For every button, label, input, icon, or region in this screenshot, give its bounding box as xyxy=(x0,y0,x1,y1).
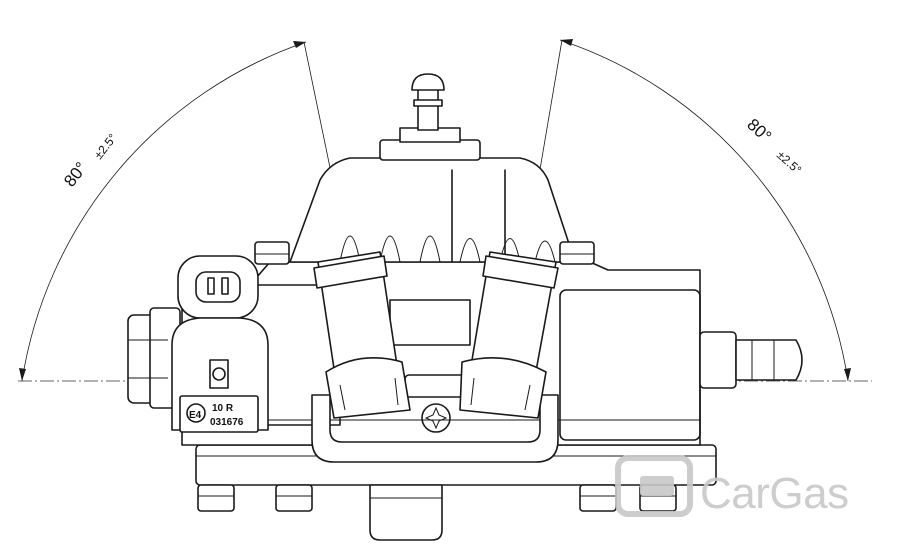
right-angle-arc xyxy=(559,39,849,382)
bottom-bolt xyxy=(275,484,313,512)
right-angle-value: 80° xyxy=(743,115,775,146)
approval-mark: E4 xyxy=(189,410,202,421)
right-hose-pipe xyxy=(459,251,559,419)
arrowhead xyxy=(293,41,306,48)
solenoid-nut xyxy=(212,367,226,381)
watermark-brand: CarGas xyxy=(700,469,849,518)
approval-label: E4 10 R 031676 xyxy=(179,395,259,433)
approval-regulation: 10 R xyxy=(212,403,234,414)
left-fitting xyxy=(127,307,181,409)
base-plate xyxy=(195,444,717,541)
cargas-watermark: CarGas xyxy=(615,455,849,518)
left-angle-tolerance: ±2.5° xyxy=(91,131,119,162)
right-angle-tolerance: ±2.5° xyxy=(774,148,804,177)
arrowhead xyxy=(560,39,573,46)
bottom-bolt xyxy=(579,484,617,512)
top-bolt xyxy=(559,241,595,265)
left-angle-arc xyxy=(21,41,307,382)
top-bolt xyxy=(254,241,290,265)
regulator-dome xyxy=(289,127,576,263)
approval-number: 031676 xyxy=(210,417,244,428)
right-outlet xyxy=(699,331,803,389)
torx-screw xyxy=(421,403,451,433)
arrowhead xyxy=(844,368,851,381)
bottom-bolt xyxy=(197,484,235,512)
left-hose-pipe xyxy=(313,251,411,419)
electrical-connector: 8 C xyxy=(177,255,260,336)
cargas-logo-icon xyxy=(615,455,693,517)
top-nipple xyxy=(411,73,445,131)
base-tab xyxy=(369,484,443,541)
arrowhead xyxy=(19,368,26,381)
left-angle-value: 80° xyxy=(60,158,91,190)
